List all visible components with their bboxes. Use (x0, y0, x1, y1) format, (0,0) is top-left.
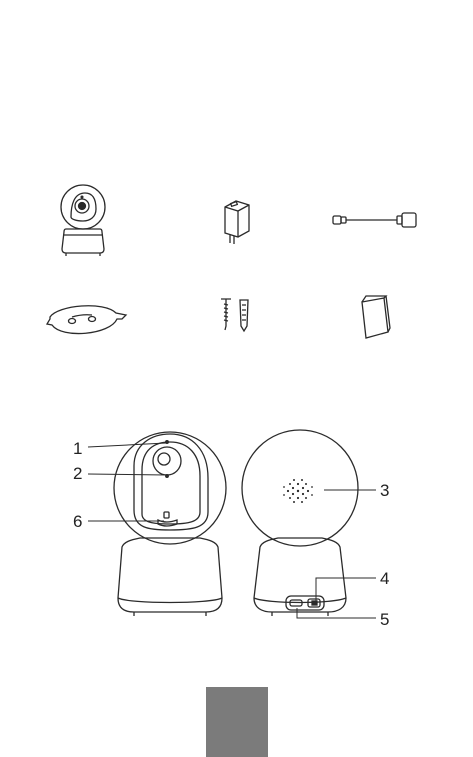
callout-label-3: 3 (380, 482, 389, 499)
leader-line-5 (297, 608, 376, 618)
page-tab (206, 687, 268, 757)
callout-label-5: 5 (380, 611, 389, 628)
callout-label-2: 2 (73, 465, 82, 482)
callout-label-1: 1 (73, 440, 82, 457)
callout-label-6: 6 (73, 513, 82, 530)
leader-line-2 (88, 474, 166, 475)
leader-line-1 (88, 443, 166, 447)
leader-line-4 (316, 578, 376, 602)
callout-label-4: 4 (380, 570, 389, 587)
